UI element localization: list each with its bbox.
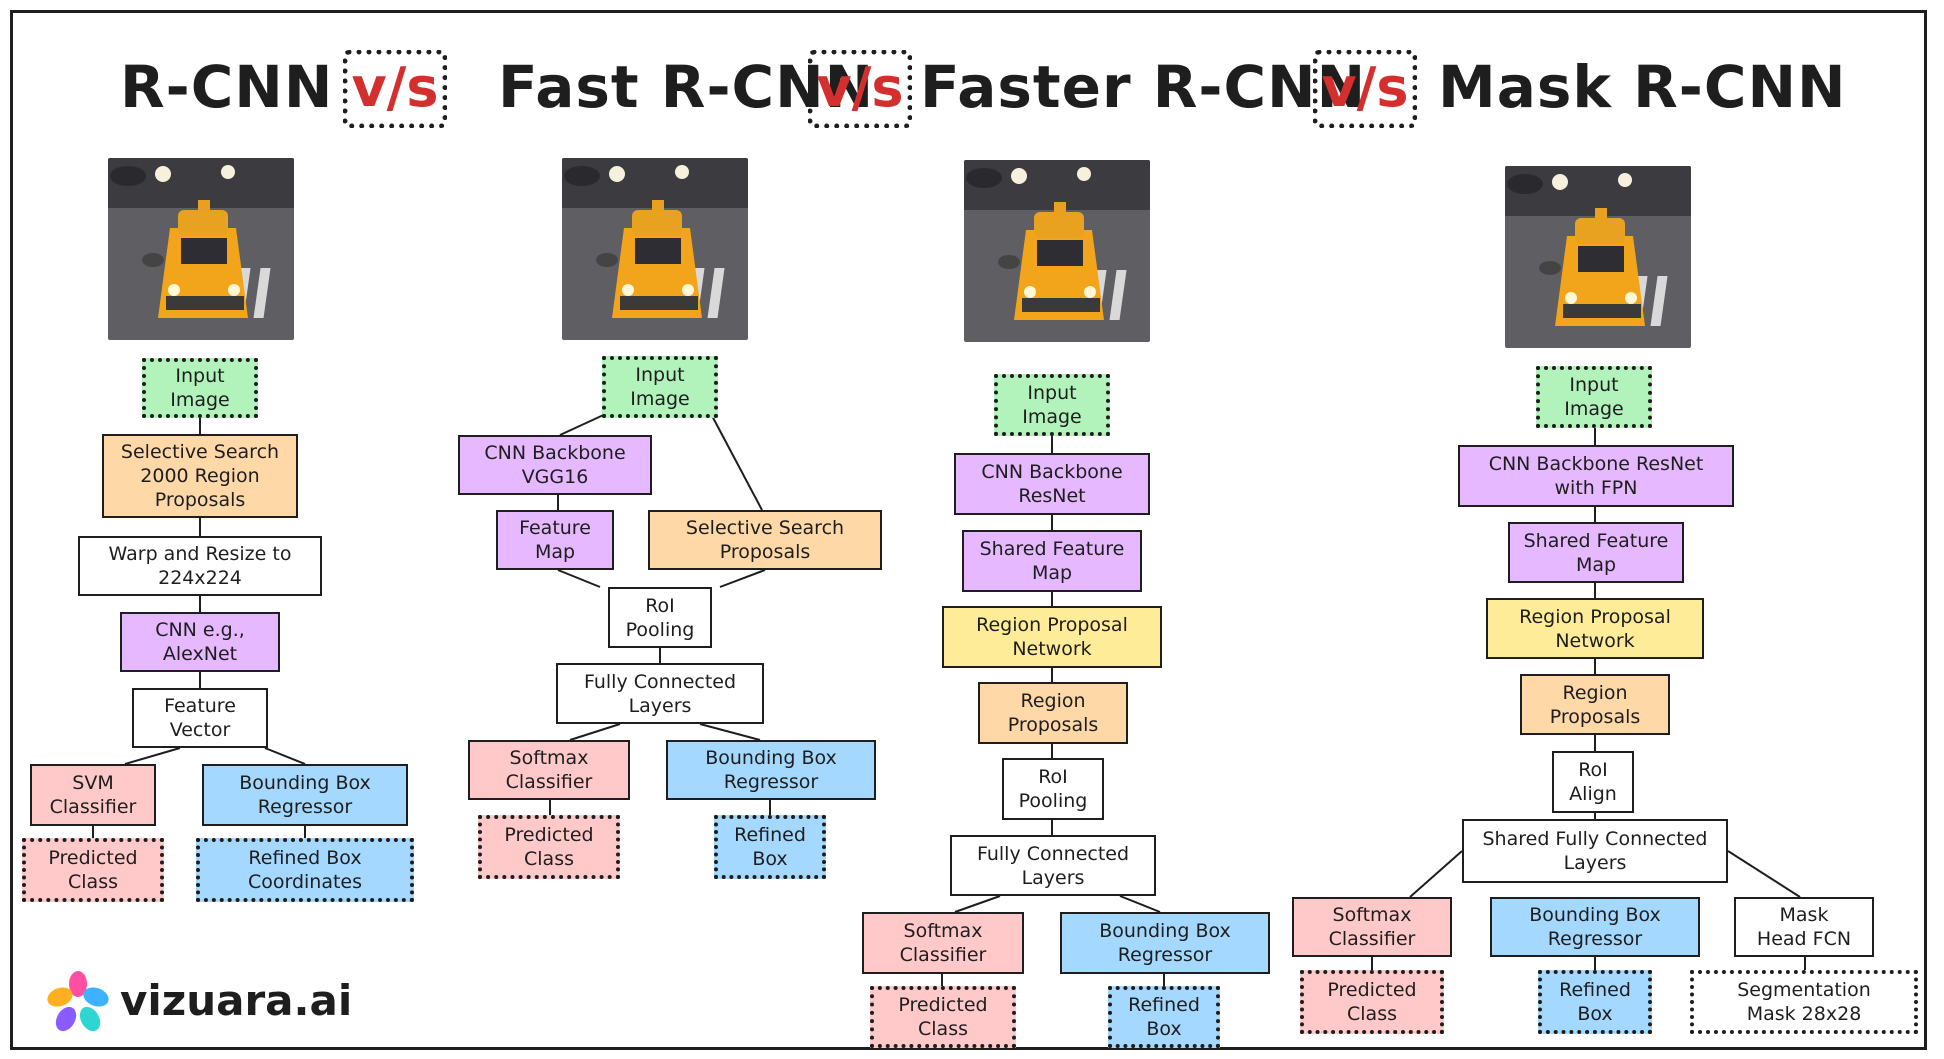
faster-cnn-backbone: CNN Backbone ResNet [954,453,1150,515]
rcnn-selective-search: Selective Search 2000 Region Proposals [102,434,298,518]
fast-feature-map: Feature Map [496,510,614,570]
title-rcnn: R-CNN [120,53,334,121]
brand-name: vizuara.ai [120,976,353,1025]
faster-bbox-regressor: Bounding Box Regressor [1060,912,1270,974]
faster-shared-feature-map: Shared Feature Map [962,530,1142,592]
rcnn-predicted-class: Predicted Class [22,838,164,902]
faster-fully-connected: Fully Connected Layers [950,835,1156,896]
rcnn-feature-vector: Feature Vector [132,688,268,748]
fast-selective-search: Selective Search Proposals [648,510,882,570]
mask-mask-head-fcn: Mask Head FCN [1734,897,1874,957]
fast-predicted-class: Predicted Class [478,815,620,879]
rcnn-warp-resize: Warp and Resize to 224x224 [78,536,322,596]
faster-predicted-class: Predicted Class [870,986,1016,1048]
mask-bbox-regressor: Bounding Box Regressor [1490,897,1700,957]
mask-roi-align: RoI Align [1552,751,1634,813]
taxi-image-fast-rcnn [562,158,748,340]
fast-bbox-regressor: Bounding Box Regressor [666,740,876,800]
title-mask-rcnn: Mask R-CNN [1438,53,1847,121]
diagram-frame [10,10,1927,1050]
faster-region-proposal-network: Region Proposal Network [942,606,1162,668]
mask-shared-fully-connected: Shared Fully Connected Layers [1462,819,1728,883]
faster-roi-pooling: RoI Pooling [1002,758,1104,820]
fast-softmax-classifier: Softmax Classifier [468,740,630,800]
mask-shared-feature-map: Shared Feature Map [1508,522,1684,583]
fast-fully-connected: Fully Connected Layers [556,663,764,724]
fast-cnn-backbone: CNN Backbone VGG16 [458,435,652,495]
vs-badge-2: v/s [808,50,912,128]
mask-predicted-class: Predicted Class [1300,970,1444,1034]
faster-input-image: Input Image [994,374,1110,436]
mask-softmax-classifier: Softmax Classifier [1292,897,1452,957]
fast-refined-box: Refined Box [714,815,826,879]
rcnn-cnn-alexnet: CNN e.g., AlexNet [120,612,280,672]
taxi-image-rcnn [108,158,294,340]
fast-roi-pooling: RoI Pooling [608,587,712,648]
faster-refined-box: Refined Box [1108,986,1220,1048]
rcnn-bbox-regressor: Bounding Box Regressor [202,764,408,826]
mask-region-proposal-network: Region Proposal Network [1486,598,1704,659]
title-faster-rcnn: Faster R-CNN [920,53,1367,121]
faster-softmax-classifier: Softmax Classifier [862,912,1024,974]
vs-badge-1: v/s [343,50,447,128]
fast-input-image: Input Image [602,356,718,418]
mask-refined-box: Refined Box [1538,970,1652,1034]
mask-cnn-backbone: CNN Backbone ResNet with FPN [1458,445,1734,507]
taxi-image-faster-rcnn [964,160,1150,342]
mask-input-image: Input Image [1536,366,1652,428]
vs-badge-3: v/s [1313,50,1417,128]
rcnn-refined-box-coordinates: Refined Box Coordinates [196,838,414,902]
rcnn-input-image: Input Image [142,358,258,418]
faster-region-proposals: Region Proposals [978,682,1128,744]
taxi-image-mask-rcnn [1505,166,1691,348]
vizuara-logo-icon [47,971,109,1032]
mask-segmentation-mask: Segmentation Mask 28x28 [1690,970,1918,1034]
rcnn-svm-classifier: SVM Classifier [30,764,156,826]
mask-region-proposals: Region Proposals [1520,674,1670,735]
